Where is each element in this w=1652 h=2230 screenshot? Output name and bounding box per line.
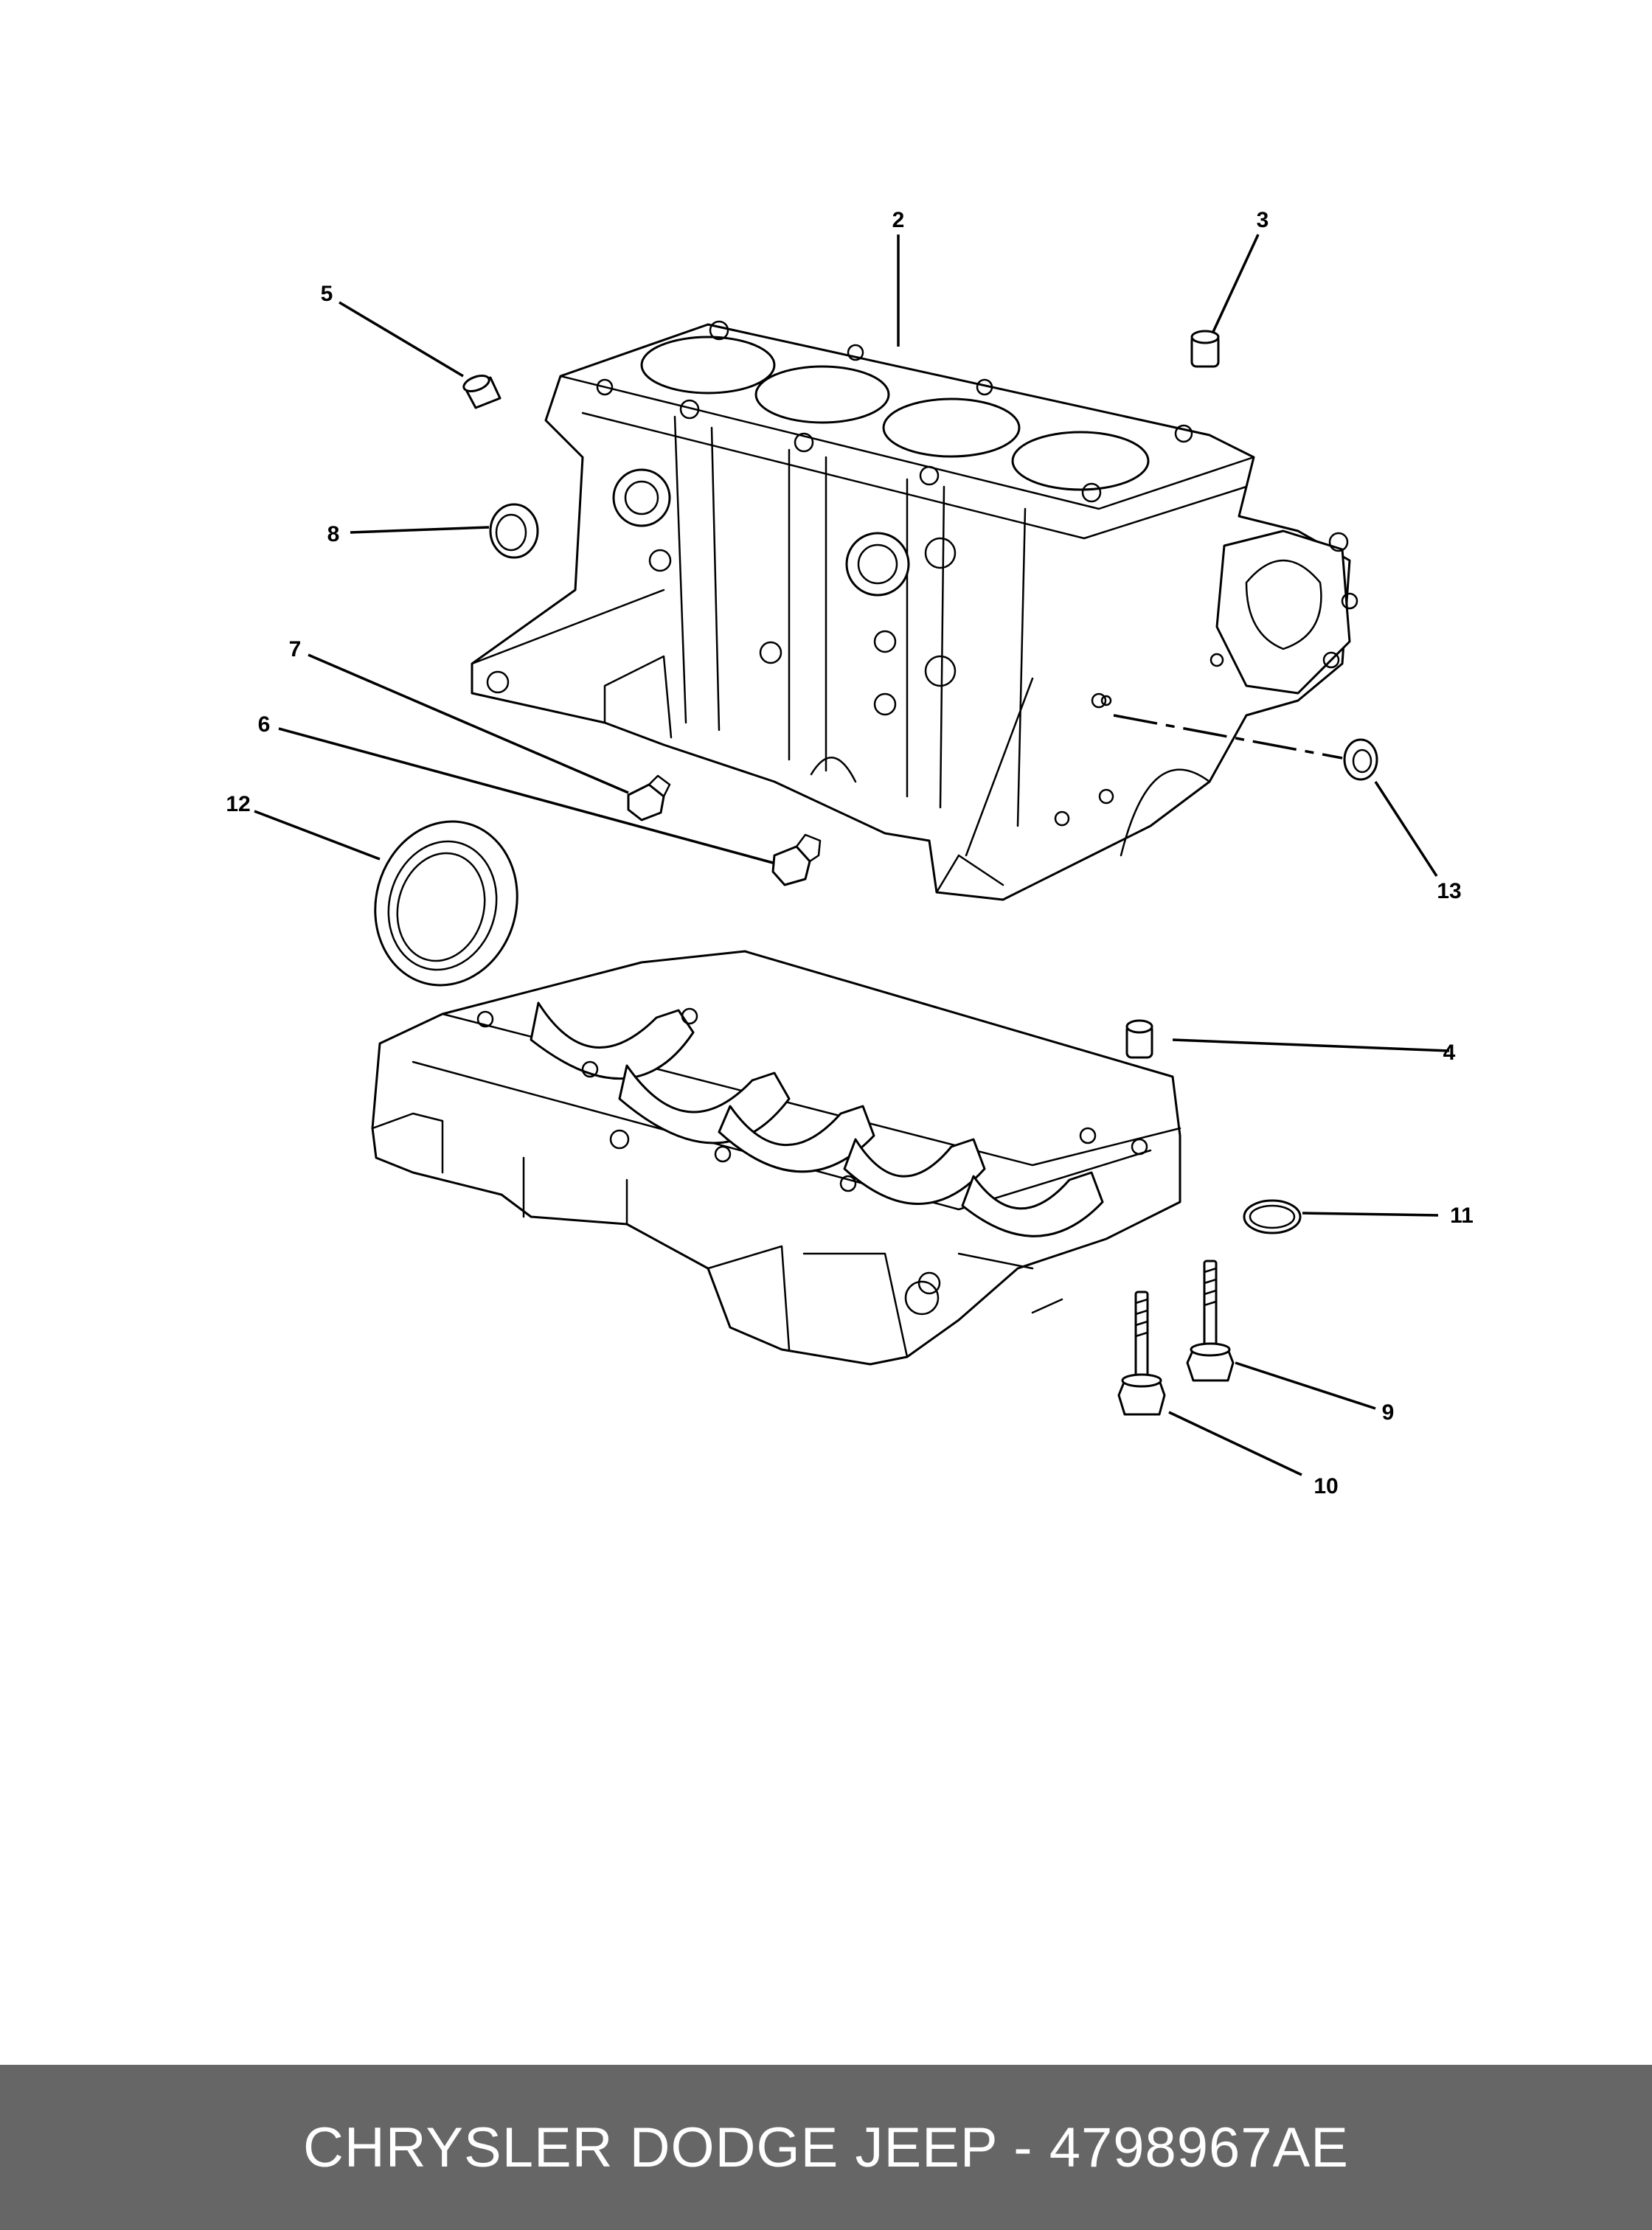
callout-4: 4 <box>1443 1041 1456 1065</box>
leader-12 <box>254 810 381 861</box>
leader-lines <box>254 234 1450 1476</box>
bolt-10 <box>1117 1291 1166 1416</box>
seal-13 <box>1343 738 1378 781</box>
callout-3: 3 <box>1257 208 1269 232</box>
footer-bar: CHRYSLER DODGE JEEP - 4798967AE <box>0 2065 1652 2230</box>
dowel-pin-5 <box>462 375 502 409</box>
callout-11: 11 <box>1450 1203 1474 1228</box>
leader-13 <box>1374 781 1438 877</box>
leader-3 <box>1212 234 1260 333</box>
leader-5 <box>339 301 464 378</box>
callout-9: 9 <box>1382 1400 1395 1425</box>
callout-2: 2 <box>892 208 905 232</box>
callout-8: 8 <box>327 522 340 546</box>
dowel-pin-3 <box>1190 330 1220 368</box>
callout-labels: 2 3 4 5 6 7 8 9 10 11 12 13 <box>226 208 1474 1498</box>
leader-8 <box>350 526 490 534</box>
callout-10: 10 <box>1313 1474 1338 1498</box>
plug-7 <box>627 774 671 822</box>
leader-4 <box>1172 1038 1450 1052</box>
leader-11 <box>1302 1212 1439 1217</box>
callout-13: 13 <box>1437 879 1461 903</box>
bedplate <box>371 950 1181 1366</box>
plug-6 <box>771 833 822 886</box>
callout-7: 7 <box>289 637 302 661</box>
centerline-13 <box>1113 714 1343 760</box>
exploded-parts-diagram: 2 3 4 5 6 7 8 9 10 11 12 13 <box>226 208 1474 1498</box>
part-number-caption: CHRYSLER DODGE JEEP - 4798967AE <box>303 2116 1349 2179</box>
o-ring-11 <box>1243 1199 1302 1234</box>
bolt-9 <box>1186 1260 1235 1382</box>
callout-12: 12 <box>226 792 250 816</box>
callout-6: 6 <box>258 712 271 737</box>
leader-7 <box>308 653 629 794</box>
leader-9 <box>1235 1361 1376 1410</box>
dowel-pin-4 <box>1125 1019 1153 1059</box>
leader-6 <box>278 727 774 864</box>
callout-5: 5 <box>321 282 333 306</box>
seal-ring-8 <box>489 503 539 559</box>
engine-block <box>471 320 1358 901</box>
leader-10 <box>1168 1411 1302 1476</box>
rear-main-seal-12 <box>374 820 518 987</box>
